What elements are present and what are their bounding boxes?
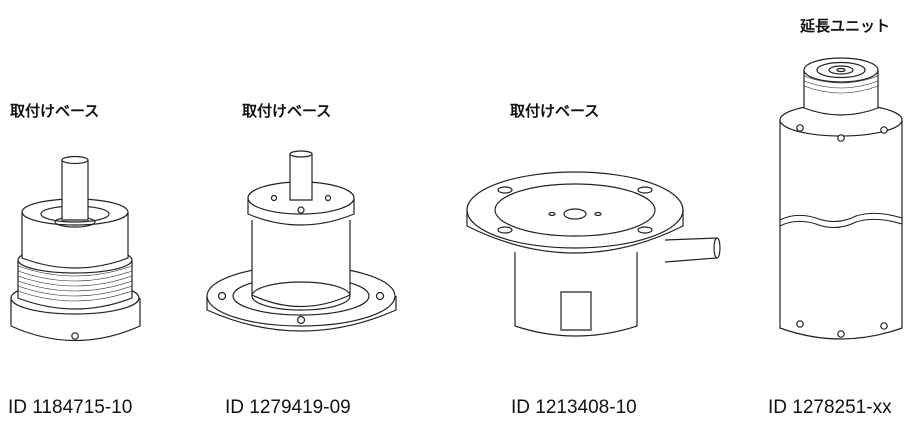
product-3-label: 取付けベース [510, 102, 600, 120]
mounting-base-3-illustration [465, 158, 725, 348]
product-1-id: ID 1184715-10 [8, 397, 133, 418]
product-3-id: ID 1213408-10 [511, 397, 637, 418]
product-1-label: 取付けベース [10, 102, 100, 120]
product-2-id: ID 1279419-09 [225, 397, 351, 418]
extension-unit-illustration [776, 50, 906, 350]
product-4-id: ID 1278251-xx [768, 397, 892, 418]
product-2-label: 取付けベース [242, 102, 332, 120]
mounting-base-2-illustration [204, 150, 399, 340]
product-4-label: 延長ユニット [800, 17, 891, 35]
mounting-base-1-illustration [8, 150, 143, 350]
